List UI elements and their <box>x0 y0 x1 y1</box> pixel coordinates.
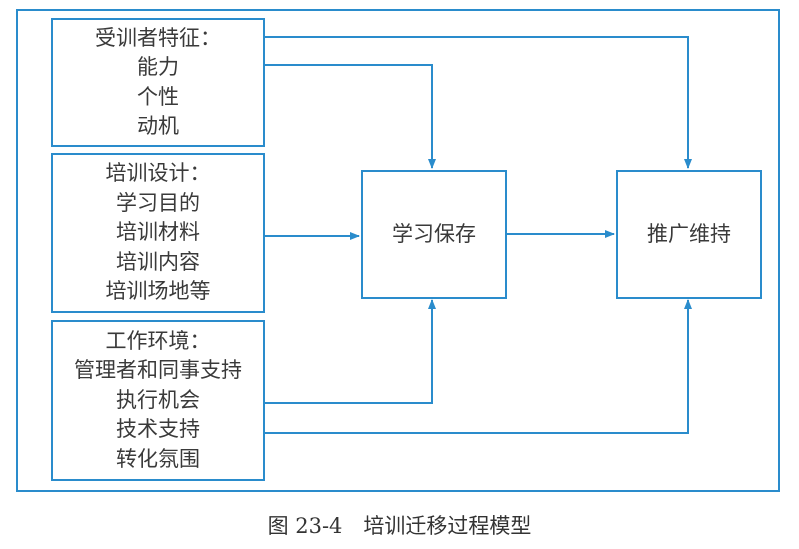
box-title: 培训设计： <box>105 161 211 186</box>
arrow-trainee-to-generalization <box>264 36 692 169</box>
arrow-environment-to-generalization <box>264 299 692 434</box>
trainee-characteristics-box: 受训者特征： 能力 个性 动机 <box>51 18 265 147</box>
arrow-environment-to-learning <box>264 299 436 404</box>
box-item: 培训场地等 <box>105 279 211 304</box>
box-item: 管理者和同事支持 <box>74 358 242 383</box>
work-environment-box: 工作环境： 管理者和同事支持 执行机会 技术支持 转化氛围 <box>51 320 265 481</box>
box-title: 受训者特征： <box>95 25 221 50</box>
box-item: 执行机会 <box>116 387 200 412</box>
box-title: 工作环境： <box>105 328 211 353</box>
outer-frame <box>16 9 780 492</box>
box-item: 转化氛围 <box>116 446 200 471</box>
learning-retention-box: 学习保存 <box>361 170 507 299</box>
box-item: 技术支持 <box>116 417 200 442</box>
figure-caption: 图 23-4 培训迁移过程模型 <box>267 514 532 538</box>
box-label: 学习保存 <box>392 221 476 246</box>
training-design-box: 培训设计： 学习目的 培训材料 培训内容 培训场地等 <box>51 153 265 313</box>
box-item: 学习目的 <box>116 190 200 215</box>
box-item: 培训内容 <box>116 249 200 274</box>
box-item: 能力 <box>137 55 179 79</box>
generalization-maintenance-box: 推广维持 <box>616 170 762 299</box>
box-item: 个性 <box>137 84 179 109</box>
arrow-trainee-to-learning <box>264 64 436 169</box>
box-label: 推广维持 <box>647 221 731 246</box>
box-item: 培训材料 <box>116 220 200 245</box>
box-item: 动机 <box>137 114 179 138</box>
